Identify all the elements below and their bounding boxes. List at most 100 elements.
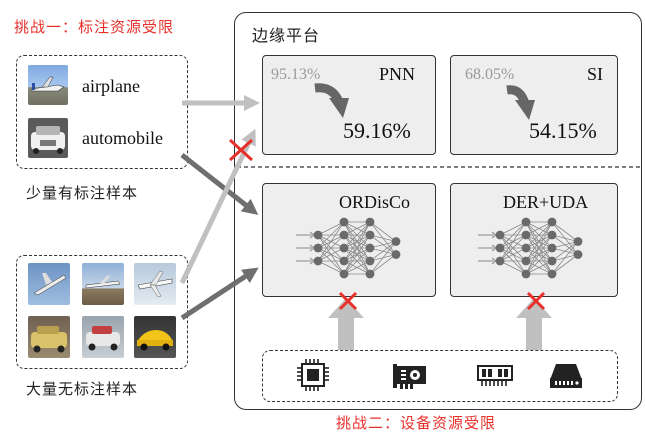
arrow-unlabeled-to-network xyxy=(180,267,259,321)
metric-card-si: 68.05% SI 54.15% xyxy=(450,55,618,155)
unlabeled-thumbnail-4 xyxy=(28,316,70,358)
neuron xyxy=(521,243,531,253)
gpu-card-icon xyxy=(393,364,426,389)
metric-name: SI xyxy=(587,64,604,84)
edge xyxy=(343,247,371,275)
airplane-icon xyxy=(31,76,65,92)
car-race-icon xyxy=(86,326,120,351)
neuron xyxy=(339,230,349,240)
edge xyxy=(317,221,345,236)
unlabeled-thumbnail-5 xyxy=(82,316,124,358)
storage-drive-icon xyxy=(550,364,582,388)
metric-to-value: 54.15% xyxy=(529,118,597,143)
metric-to-value: 59.16% xyxy=(343,118,411,143)
metric-from-value: 68.05% xyxy=(465,66,515,83)
edge xyxy=(551,234,579,242)
platform-title: 边缘平台 xyxy=(252,26,321,45)
network-name: ORDisCo xyxy=(339,192,411,212)
neuron xyxy=(573,250,583,259)
edge xyxy=(499,221,527,236)
edge xyxy=(369,221,397,242)
edge xyxy=(551,241,579,262)
neuron xyxy=(313,230,323,240)
plane-ground-icon xyxy=(85,275,121,289)
edge xyxy=(551,221,579,242)
arrow-labeled-to-network xyxy=(180,153,259,215)
edge xyxy=(499,221,527,262)
edge xyxy=(525,221,553,236)
unlabeled-thumbnail-3 xyxy=(134,263,176,305)
neuron xyxy=(313,256,323,266)
edge xyxy=(317,221,345,249)
challenge-label-resource: 挑战一：标注资源受限 xyxy=(14,18,175,36)
neuron xyxy=(391,250,401,259)
car-old-icon xyxy=(31,326,67,353)
neuron xyxy=(573,237,583,246)
device-cross-icon xyxy=(526,291,546,311)
neuron xyxy=(313,243,323,253)
neuron xyxy=(339,243,349,253)
edge xyxy=(499,221,527,249)
arrow-unlabeled-to-metrics xyxy=(179,128,256,285)
edge xyxy=(525,221,553,275)
neuron xyxy=(495,243,505,253)
automobile-icon xyxy=(31,126,65,154)
neuron xyxy=(521,256,531,266)
neuron xyxy=(495,230,505,240)
metric-name: PNN xyxy=(379,64,416,84)
neuron xyxy=(365,230,375,240)
cpu-chip-icon xyxy=(297,359,329,391)
edge xyxy=(525,260,553,275)
neuron xyxy=(339,217,349,227)
edge xyxy=(551,241,579,249)
edge xyxy=(525,221,553,262)
neural-network-ordisco xyxy=(296,217,401,279)
edge xyxy=(369,254,397,275)
neuron xyxy=(547,217,557,227)
label-automobile: automobile xyxy=(82,128,163,148)
edge xyxy=(369,241,397,262)
neuron xyxy=(365,256,375,266)
neuron xyxy=(547,256,557,266)
decrease-arrow-icon xyxy=(506,85,535,120)
edge xyxy=(499,234,527,262)
airplane-thumbnail xyxy=(28,65,68,105)
unlabeled-thumbnail-1 xyxy=(28,263,70,305)
propeller-plane-icon xyxy=(137,270,173,298)
challenge-device-resource: 挑战二：设备资源受限 xyxy=(336,414,497,432)
edge xyxy=(343,260,371,275)
neuron xyxy=(547,230,557,240)
unlabeled-caption: 大量无标注样本 xyxy=(26,380,139,398)
neuron xyxy=(365,243,375,253)
neuron xyxy=(365,269,375,279)
edge xyxy=(525,247,553,275)
edge xyxy=(525,234,553,275)
label-airplane: airplane xyxy=(82,76,140,96)
neuron xyxy=(547,269,557,279)
automobile-thumbnail xyxy=(28,118,68,158)
network-name: DER+UDA xyxy=(503,192,589,212)
neuron xyxy=(521,230,531,240)
edge xyxy=(317,221,345,262)
metric-from-value: 95.13% xyxy=(271,66,321,83)
edge xyxy=(343,221,371,236)
edge xyxy=(317,234,345,262)
blocked-cross-icon xyxy=(228,138,254,162)
neuron xyxy=(365,217,375,227)
device-to-der-uda-arrow xyxy=(516,298,552,350)
edge xyxy=(343,221,371,249)
edge xyxy=(343,221,371,262)
device-to-ordisco-arrow xyxy=(328,298,364,350)
edge xyxy=(551,254,579,275)
neuron xyxy=(339,269,349,279)
unlabeled-thumbnail-2 xyxy=(82,263,124,305)
edge xyxy=(343,221,371,275)
neuron xyxy=(495,256,505,266)
edge xyxy=(499,247,527,262)
neuron xyxy=(391,237,401,246)
memory-module-icon xyxy=(477,365,513,386)
car-sports-icon xyxy=(137,330,173,351)
device-cross-icon xyxy=(338,291,358,311)
